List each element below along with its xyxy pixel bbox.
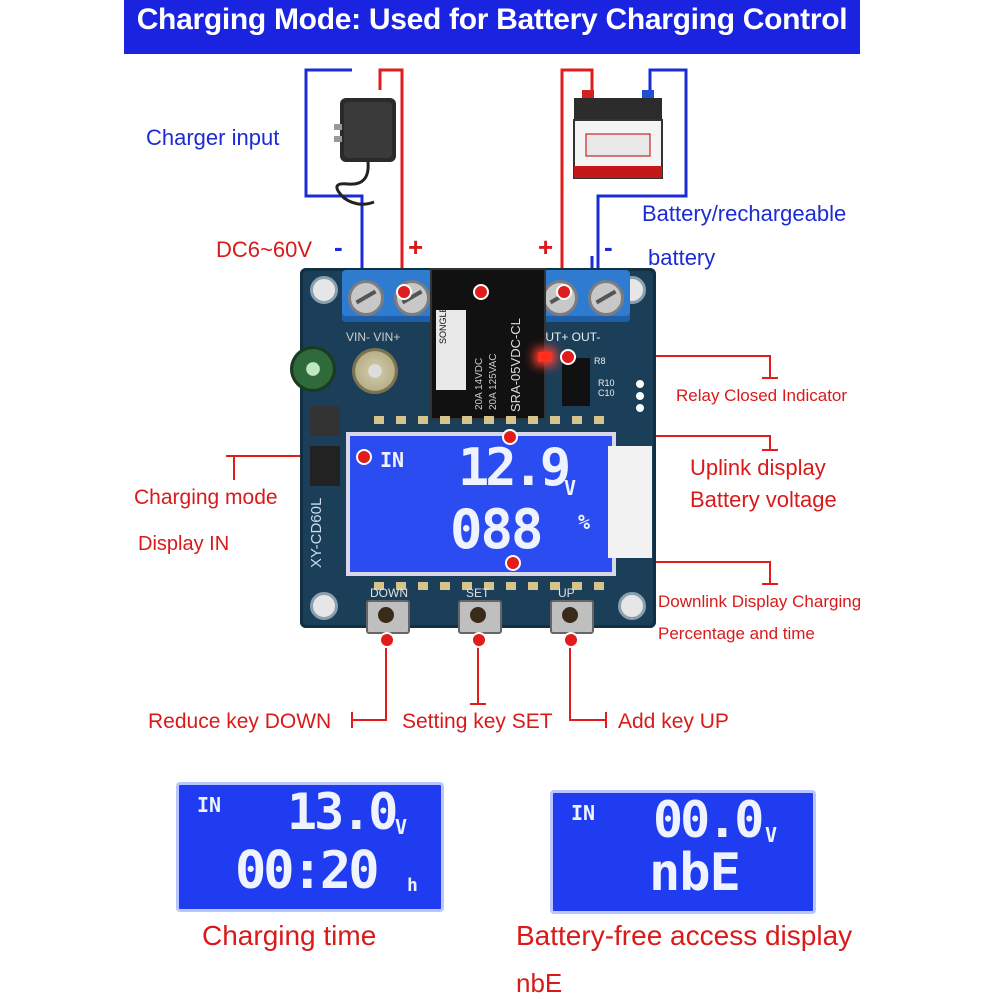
- output-terminal-block: [536, 270, 630, 322]
- set-key-dot: [471, 632, 487, 648]
- terminal-screw: [588, 280, 624, 316]
- up-button[interactable]: [550, 600, 594, 634]
- charger-input-label: Charger input: [146, 125, 280, 150]
- example-lcd-charging-time: IN 13.0 V 00:20 h: [176, 782, 444, 912]
- uplink-label-1: Uplink display: [690, 455, 826, 480]
- terminal-screw: [348, 280, 384, 316]
- battery-terminal-dot: [556, 284, 572, 300]
- charger-terminal-dot: [396, 284, 412, 300]
- down-button[interactable]: [366, 600, 410, 634]
- input-terminal-silk: VIN- VIN+: [346, 330, 401, 344]
- mounting-hole: [310, 276, 338, 304]
- up-button-label: UP: [558, 586, 575, 600]
- output-terminal-silk: OUT+ OUT-: [536, 330, 601, 344]
- example-caption-nbe: nbE: [516, 968, 563, 998]
- example-mode: IN: [197, 793, 222, 817]
- relay-brand: SONGLE: [438, 306, 448, 344]
- relay-rating-2: 20A 125VAC: [488, 353, 499, 410]
- diode: [310, 446, 340, 486]
- downlink-dot: [505, 555, 521, 571]
- example-caption-charging-time: Charging time: [202, 920, 377, 951]
- lcd-pins-bottom: [374, 582, 614, 590]
- mode-label-2: Display IN: [138, 533, 230, 555]
- lcd-mode: IN: [380, 448, 405, 472]
- relay: SONGLE 20A 14VDC 20A 125VAC SRA-05VDC-CL: [430, 268, 546, 420]
- lcd-edge-strip: [608, 446, 652, 558]
- set-key-label: Setting key SET: [402, 710, 553, 733]
- driver-chip: [562, 358, 590, 406]
- example-mode: IN: [571, 801, 596, 825]
- silk-r8: R8: [594, 356, 606, 366]
- charger-adapter-icon: [334, 98, 396, 206]
- relay-sticker: [436, 310, 466, 390]
- relay-indicator-dot: [560, 349, 576, 365]
- example-lcd-battery-free: IN 00.0 V nbE: [550, 790, 816, 914]
- board-model: XY-CD60L: [308, 497, 325, 568]
- example-top-value: 00.0: [653, 791, 764, 849]
- downlink-label-2: Percentage and time: [658, 624, 815, 643]
- example-bottom-value: 00:20: [235, 841, 380, 901]
- uplink-label-2: Battery voltage: [690, 487, 837, 512]
- lcd-display: IN 12.9 V 088 %: [346, 432, 616, 576]
- up-key-label: Add key UP: [618, 710, 729, 733]
- mounting-hole: [310, 592, 338, 620]
- example-top-unit: V: [395, 815, 408, 839]
- relay-indicator-led: [538, 352, 552, 362]
- car-battery-icon: [573, 90, 663, 179]
- mounting-hole: [618, 592, 646, 620]
- example-top-value: 13.0: [287, 783, 398, 841]
- example-bottom-unit: h: [407, 875, 418, 896]
- silk-r10: R10: [598, 378, 615, 388]
- relay-rating-1: 20A 14VDC: [474, 357, 485, 410]
- set-button[interactable]: [458, 600, 502, 634]
- left-plus-symbol: +: [408, 232, 424, 262]
- downlink-label-1: Downlink Display Charging: [658, 592, 862, 611]
- down-key-label: Reduce key DOWN: [148, 710, 332, 733]
- mode-label-1: Charging mode: [134, 486, 278, 509]
- down-key-line: [352, 640, 387, 721]
- relay-model: SRA-05VDC-CL: [508, 318, 523, 412]
- lcd-pins-top: [374, 416, 614, 424]
- example-caption-battery-free: Battery-free access display: [516, 920, 853, 951]
- down-button-label: DOWN: [370, 586, 408, 600]
- up-key-dot: [563, 632, 579, 648]
- example-top-unit: V: [765, 823, 778, 847]
- lcd-bottom-value: 088: [450, 498, 544, 561]
- down-key-dot: [379, 632, 395, 648]
- capacitor: [290, 346, 336, 392]
- header-pin: [636, 404, 644, 412]
- lcd-bottom-unit: %: [578, 510, 591, 534]
- header-pin: [636, 380, 644, 388]
- header-pin: [636, 392, 644, 400]
- page-title: Charging Mode: Used for Battery Charging…: [124, 0, 860, 54]
- voltage-range-label: DC6~60V: [216, 237, 313, 262]
- uplink-dot: [502, 429, 518, 445]
- battery-label-line1: Battery/rechargeable: [642, 201, 847, 226]
- mode-dot: [356, 449, 372, 465]
- relay-contact-dot: [473, 284, 489, 300]
- up-key-line: [569, 640, 606, 721]
- right-plus-symbol: +: [538, 232, 554, 262]
- battery-negative-wire: [596, 68, 688, 330]
- set-button-label: SET: [466, 586, 490, 600]
- lcd-top-unit: V: [564, 476, 577, 500]
- inductor: [310, 406, 340, 436]
- relay-indicator-label: Relay Closed Indicator: [676, 386, 848, 405]
- silk-c10: C10: [598, 388, 615, 398]
- lcd-top-value: 12.9: [458, 438, 571, 498]
- capacitor: [352, 348, 398, 394]
- right-minus-symbol: -: [604, 232, 613, 262]
- battery-label-line2: battery: [648, 245, 716, 270]
- left-minus-symbol: -: [334, 232, 343, 262]
- input-terminal-block: [342, 270, 436, 322]
- example-bottom-value: nbE: [649, 843, 741, 903]
